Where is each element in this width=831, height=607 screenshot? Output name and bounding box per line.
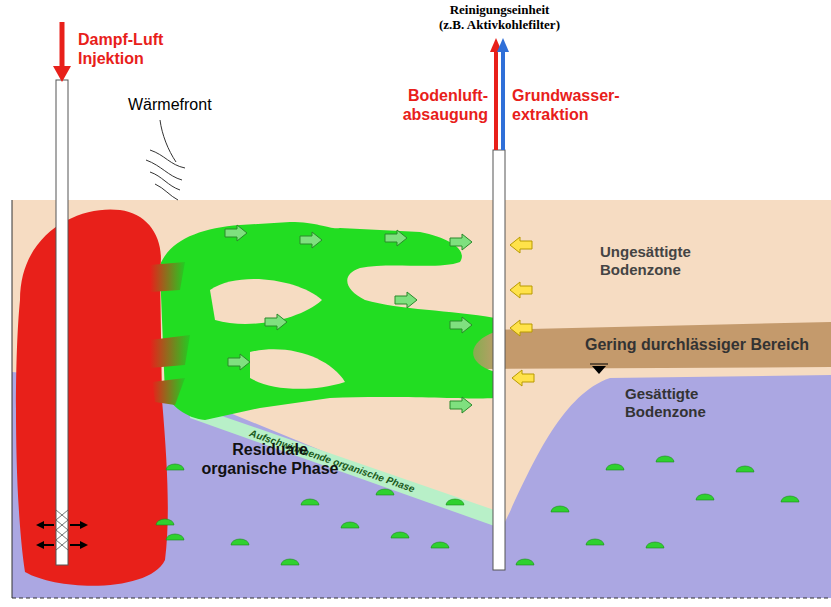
flow-arrows (225, 225, 534, 413)
injection-label: Dampf-Luft Injektion (78, 30, 178, 68)
zone-label: Gesättigte Bodenzone (625, 385, 745, 421)
bottom-boundary (12, 598, 831, 599)
zone-label: Ungesättigte Bodenzone (600, 243, 720, 279)
unsaturated-zone (12, 200, 831, 598)
heat-front-lines (146, 120, 185, 200)
soil-vapour-label: Bodenluft- absaugung (388, 86, 488, 124)
groundwater-label: Grundwasser- extraktion (512, 86, 632, 124)
heat-front-blend (150, 335, 190, 368)
heat-front-blend (150, 262, 185, 292)
extraction-well (490, 38, 509, 570)
floating-phase-band (190, 405, 500, 528)
steam-zone (16, 209, 168, 585)
treatment-unit-label: Reinigungseinheit (z.B. Aktivkohlefilter… (437, 2, 562, 32)
soil-finger (210, 279, 322, 324)
injection-well (36, 22, 88, 565)
soil-finger (250, 349, 345, 388)
water-table-symbol (590, 364, 608, 374)
phase-label: Residuale organische Phase (195, 440, 345, 478)
vapour-zone (160, 222, 495, 420)
frame-line (12, 200, 13, 598)
layer-label: Gering durchlässiger Bereich (585, 335, 809, 354)
heat-front-label: Wärmefront (128, 95, 212, 114)
heat-front-blend (152, 378, 185, 405)
